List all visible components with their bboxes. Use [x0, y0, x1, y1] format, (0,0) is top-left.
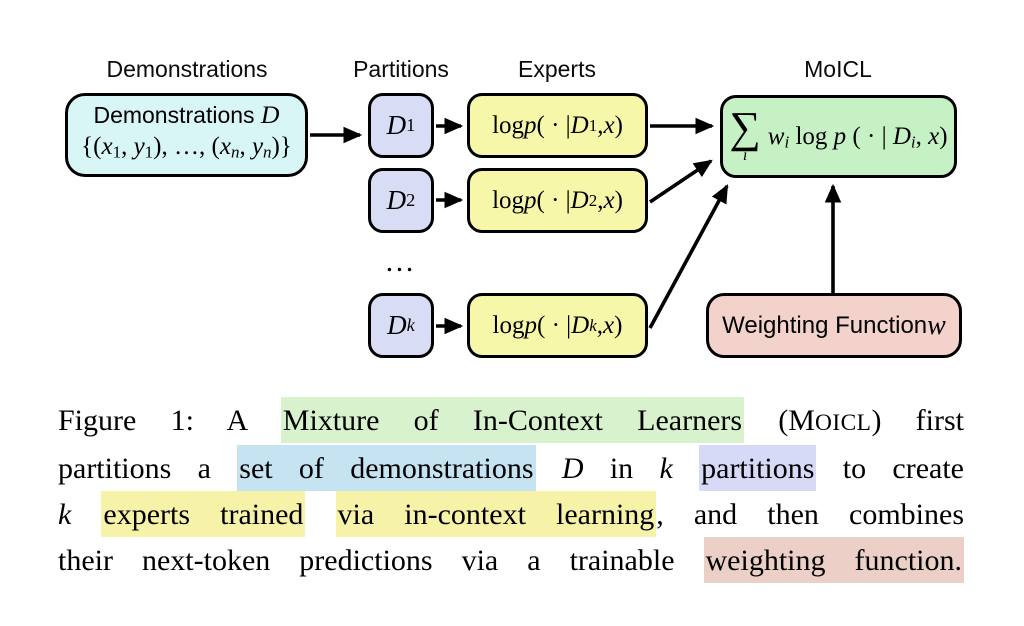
- ellipsis: …: [384, 245, 418, 278]
- demonstrations-box-title: Demonstrations D: [93, 100, 280, 130]
- sum-index: i: [742, 146, 748, 164]
- column-header-demonstrations: Demonstrations: [106, 56, 268, 82]
- column-header-partitions: Partitions: [353, 56, 449, 82]
- moicl-box: ∑ i wi log p ( · | Di, x): [720, 95, 957, 178]
- caption-line-1: Figure 1: A Mixture of In-Context Learne…: [58, 397, 964, 446]
- weighting-function-box: Weighting Function w: [706, 293, 962, 358]
- demonstrations-box: Demonstrations D {(x1, y1), …, (xn, yn)}: [65, 93, 308, 177]
- arrow-e2-to-moicl: [648, 159, 713, 204]
- column-header-experts: Experts: [518, 56, 596, 82]
- caption-line-3: k experts trained via in-context learnin…: [58, 491, 964, 538]
- caption-line-4: their next-token predictions via a train…: [58, 537, 964, 584]
- sigma-symbol: ∑ i: [729, 103, 761, 164]
- caption-line-2: partitions a set of demonstrations D in …: [58, 445, 964, 492]
- column-header-moicl: MoICL: [804, 56, 872, 82]
- figure-caption: Figure 1: A Mixture of In-Context Learne…: [58, 397, 964, 584]
- demonstrations-box-set: {(x1, y1), …, (xn, yn)}: [81, 133, 292, 162]
- sum-icon: ∑: [729, 103, 761, 153]
- moicl-formula: wi log p ( · | Di, x): [767, 122, 948, 152]
